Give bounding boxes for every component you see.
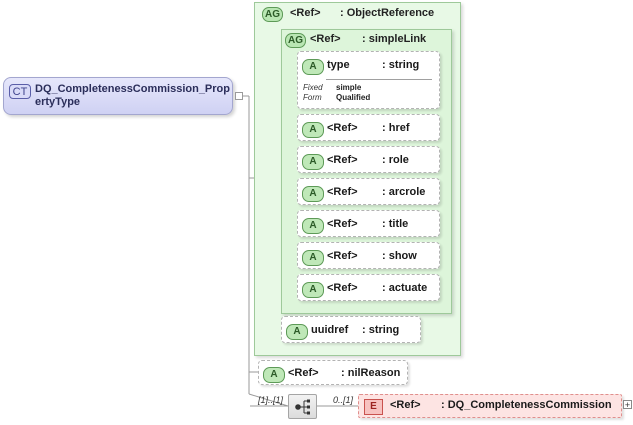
attribute-badge: A: [302, 59, 324, 75]
collapse-handle[interactable]: [235, 92, 243, 100]
attribute-type-value: : string: [382, 59, 420, 71]
fixed-label: Fixed: [303, 83, 323, 92]
complex-type-name: DQ_CompletenessCommission_PropertyType: [35, 83, 230, 108]
attribute-type-value: : href: [382, 122, 410, 134]
attribute-group-badge: AG: [285, 33, 306, 48]
complex-type-box[interactable]: CT DQ_CompletenessCommission_PropertyTyp…: [3, 77, 233, 115]
attribute-type-value: : role: [382, 154, 409, 166]
attribute-badge: A: [263, 367, 285, 383]
attribute-ref: <Ref>: [288, 367, 319, 379]
form-label: Form: [303, 93, 322, 102]
attribute-arcrole[interactable]: A <Ref> : arcrole: [297, 178, 440, 205]
attribute-title[interactable]: A <Ref> : title: [297, 210, 440, 237]
attribute-group-type: : simpleLink: [362, 33, 427, 45]
attribute-type-value: : nilReason: [341, 367, 401, 379]
attribute-uuidref[interactable]: A uuidref : string: [281, 316, 421, 343]
attribute-type[interactable]: A type : string: [297, 51, 440, 109]
attribute-badge: A: [286, 324, 308, 340]
element-dq-completeness-commission[interactable]: E <Ref> : DQ_CompletenessCommission: [358, 394, 622, 418]
attribute-group-type: : ObjectReference: [340, 7, 435, 19]
attribute-show[interactable]: A <Ref> : show: [297, 242, 440, 269]
properties-divider: [326, 79, 432, 80]
attribute-type-value: : actuate: [382, 282, 428, 294]
expand-icon[interactable]: +: [623, 400, 632, 410]
attribute-actuate[interactable]: A <Ref> : actuate: [297, 274, 440, 301]
attribute-badge: A: [302, 186, 324, 202]
attribute-href[interactable]: A <Ref> : href: [297, 114, 440, 141]
form-value: Qualified: [336, 93, 371, 102]
sequence-compositor[interactable]: [288, 394, 317, 419]
attribute-ref: <Ref>: [327, 122, 358, 134]
attribute-role[interactable]: A <Ref> : role: [297, 146, 440, 173]
element-badge: E: [364, 399, 383, 415]
element-type: : DQ_CompletenessCommission: [441, 399, 612, 411]
attribute-type-value: : arcrole: [382, 186, 426, 198]
fixed-value: simple: [336, 83, 362, 92]
attribute-type-value: : show: [382, 250, 417, 262]
complex-type-badge: CT: [9, 84, 31, 99]
attribute-badge: A: [302, 154, 324, 170]
attribute-ref: <Ref>: [327, 154, 358, 166]
attribute-badge: A: [302, 282, 324, 298]
attribute-badge: A: [302, 218, 324, 234]
attribute-badge: A: [302, 122, 324, 138]
attribute-ref: <Ref>: [327, 282, 358, 294]
attribute-nil-reason[interactable]: A <Ref> : nilReason: [258, 360, 408, 385]
attribute-name: type: [327, 59, 350, 71]
attribute-badge: A: [302, 250, 324, 266]
element-cardinality: 0..[1]: [333, 395, 354, 405]
sequence-cardinality: [1]..[1]: [258, 395, 284, 405]
attribute-ref: <Ref>: [327, 218, 358, 230]
attribute-ref: <Ref>: [327, 250, 358, 262]
element-ref: <Ref>: [390, 399, 421, 411]
attribute-type-value: : string: [362, 324, 400, 336]
attribute-name: uuidref: [311, 324, 349, 336]
attribute-group-ref: <Ref>: [310, 33, 341, 45]
sequence-icon: [295, 399, 310, 415]
attribute-type-value: : title: [382, 218, 409, 230]
attribute-ref: <Ref>: [327, 186, 358, 198]
attribute-group-ref: <Ref>: [290, 7, 321, 19]
attribute-group-badge: AG: [262, 7, 283, 22]
